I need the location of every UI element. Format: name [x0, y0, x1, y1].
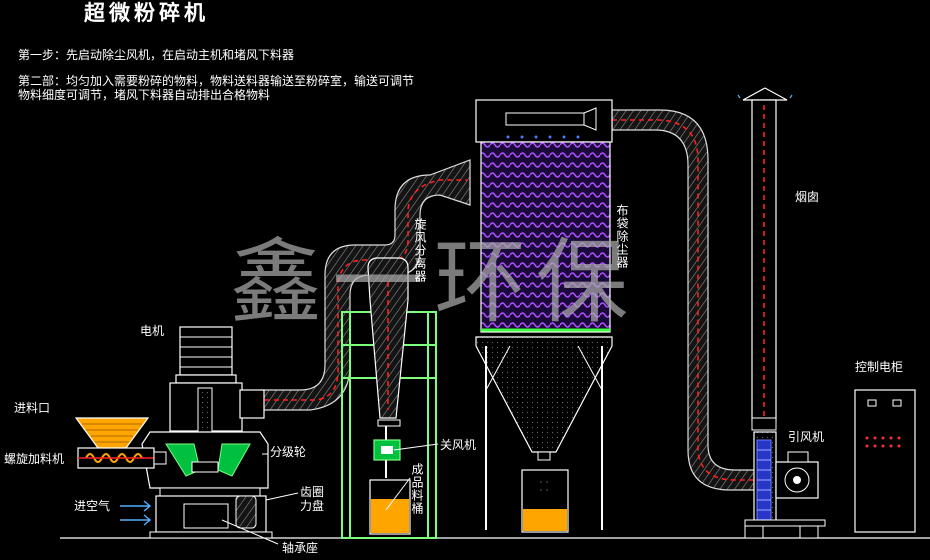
control-cabinet-shape	[854, 389, 916, 533]
label-bag-filter: 布袋除尘器	[615, 204, 629, 269]
duct-mill-to-cyclone	[261, 159, 471, 411]
label-bearing-seat: 轴承座	[282, 541, 319, 555]
step-2-line-1: 第二部：均匀加入需要粉碎的物料，物料送料器输送至粉碎室，输送可调节	[18, 74, 415, 88]
label-force-plate: 力盘	[300, 499, 325, 513]
watermark: 鑫一环保	[230, 229, 639, 336]
step-2-line-2: 物料细度可调节，堵风下料器自动排出合格物料	[18, 88, 271, 102]
leader-lines	[221, 443, 439, 545]
label-motor: 电机	[140, 324, 165, 338]
label-gear-ring: 齿圈	[300, 485, 325, 499]
label-classifier-wheel: 分级轮	[270, 445, 307, 459]
label-chimney: 烟囱	[795, 190, 820, 204]
label-feed-inlet: 进料口	[14, 401, 51, 415]
mill-shape	[74, 326, 273, 539]
label-fan: 引风机	[788, 430, 825, 444]
label-product-bucket: 成品料桶	[410, 463, 424, 515]
chimney	[737, 87, 793, 421]
label-air-inlet: 进空气	[74, 499, 111, 513]
label-control-cabinet: 控制电柜	[855, 360, 904, 374]
cyclone-shape	[341, 257, 437, 539]
label-airlock: 关风机	[440, 438, 477, 452]
page-title: 超微粉碎机	[84, 1, 209, 25]
label-cyclone: 旋风分离器	[413, 218, 427, 283]
label-screw-feeder: 螺旋加料机	[4, 452, 65, 466]
bag-filter-shape	[475, 99, 613, 533]
induced-fan	[744, 417, 826, 539]
step-1-text: 第一步：先启动除尘风机，在启动主机和堵风下料器	[18, 48, 295, 62]
